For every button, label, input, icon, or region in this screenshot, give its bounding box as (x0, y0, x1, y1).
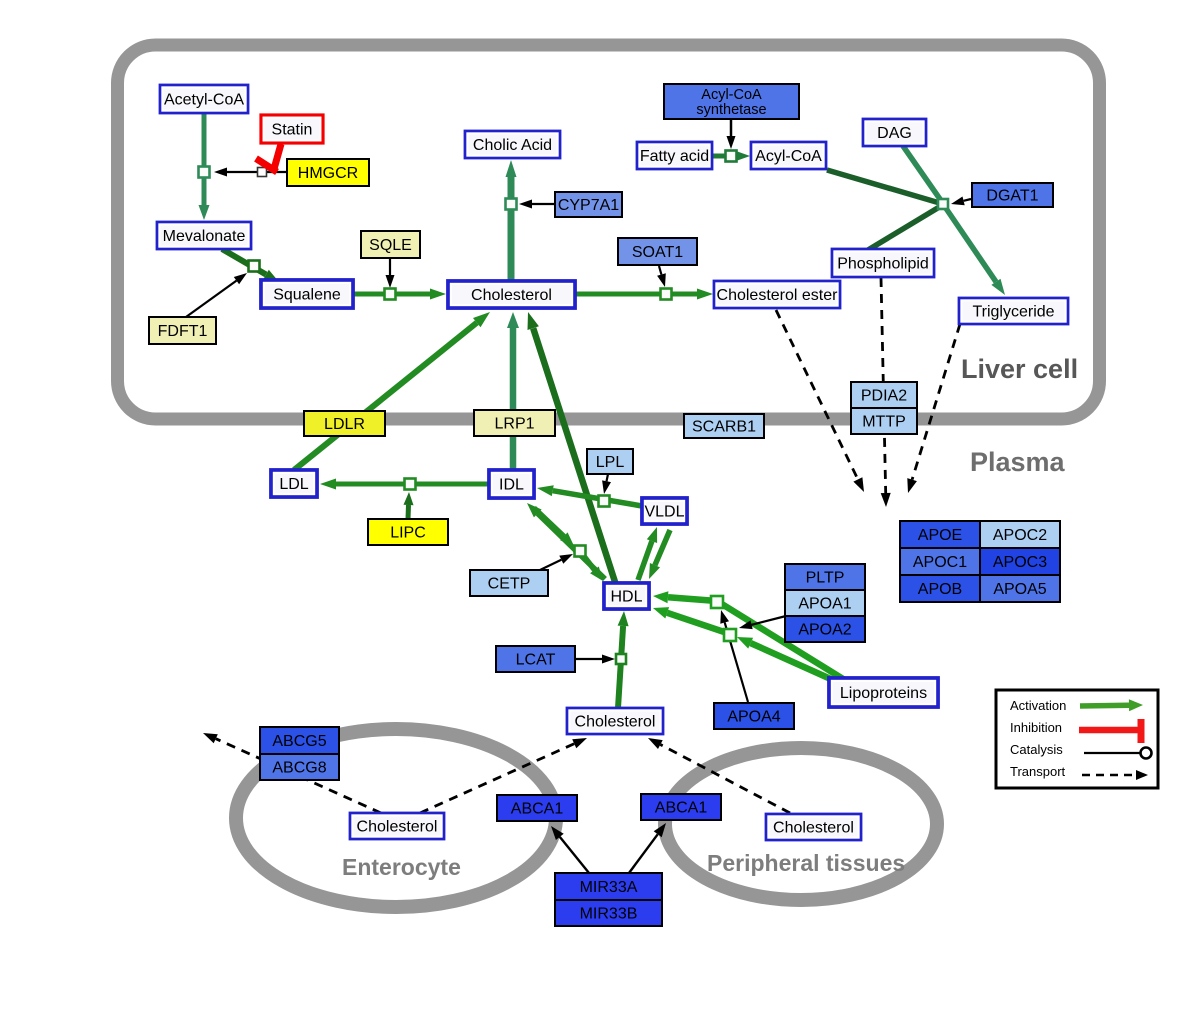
svg-text:Mevalonate: Mevalonate (163, 228, 246, 245)
svg-text:Squalene: Squalene (273, 287, 341, 304)
svg-text:SCARB1: SCARB1 (692, 419, 756, 436)
svg-text:SOAT1: SOAT1 (632, 244, 683, 261)
svg-text:Cholesterol: Cholesterol (357, 819, 438, 836)
svg-text:Enterocyte: Enterocyte (342, 854, 461, 880)
svg-text:Inhibition: Inhibition (1010, 720, 1062, 735)
svg-text:Cholesterol: Cholesterol (471, 287, 552, 304)
svg-text:APOC1: APOC1 (913, 554, 967, 571)
svg-text:DGAT1: DGAT1 (986, 188, 1038, 205)
svg-text:ABCG8: ABCG8 (272, 760, 326, 777)
svg-text:ABCA1: ABCA1 (655, 800, 708, 817)
svg-text:DAG: DAG (877, 125, 912, 142)
svg-text:LDLR: LDLR (324, 416, 365, 433)
svg-text:Cholesterol: Cholesterol (575, 714, 656, 731)
svg-text:APOA1: APOA1 (798, 596, 851, 613)
svg-text:CYP7A1: CYP7A1 (558, 197, 619, 214)
svg-text:APOA2: APOA2 (798, 622, 851, 639)
svg-text:LDL: LDL (279, 476, 308, 493)
svg-text:Acetyl-CoA: Acetyl-CoA (164, 92, 244, 109)
svg-text:Lipoproteins: Lipoproteins (840, 685, 927, 702)
svg-text:MIR33B: MIR33B (580, 906, 638, 923)
svg-text:LRP1: LRP1 (494, 416, 534, 433)
svg-text:APOA5: APOA5 (993, 581, 1046, 598)
svg-text:APOB: APOB (918, 581, 962, 598)
svg-text:Cholesterol: Cholesterol (773, 820, 854, 837)
svg-text:Triglyceride: Triglyceride (972, 304, 1054, 321)
svg-text:HMGCR: HMGCR (298, 165, 358, 182)
svg-text:IDL: IDL (499, 477, 524, 494)
svg-text:Phospholipid: Phospholipid (837, 256, 929, 273)
svg-text:Transport: Transport (1010, 764, 1066, 779)
svg-text:CETP: CETP (488, 576, 531, 593)
svg-text:Liver cell: Liver cell (961, 354, 1078, 384)
svg-text:PLTP: PLTP (806, 570, 845, 587)
svg-text:APOE: APOE (918, 527, 962, 544)
svg-text:Activation: Activation (1010, 698, 1066, 713)
svg-text:ABCG5: ABCG5 (272, 733, 326, 750)
svg-text:Peripheral tissues: Peripheral tissues (707, 850, 905, 876)
svg-text:Cholesterol ester: Cholesterol ester (717, 287, 839, 304)
svg-text:LIPC: LIPC (390, 525, 426, 542)
svg-text:Cholic Acid: Cholic Acid (473, 137, 552, 154)
svg-text:HDL: HDL (610, 589, 642, 606)
svg-text:VLDL: VLDL (644, 504, 684, 521)
svg-text:ABCA1: ABCA1 (511, 801, 564, 818)
svg-text:Acyl-CoA: Acyl-CoA (701, 87, 762, 103)
svg-text:APOA4: APOA4 (727, 709, 780, 726)
svg-text:APOC3: APOC3 (993, 554, 1047, 571)
svg-text:Statin: Statin (272, 122, 313, 139)
svg-text:FDFT1: FDFT1 (158, 323, 208, 340)
svg-text:Acyl-CoA: Acyl-CoA (755, 148, 822, 165)
svg-text:LCAT: LCAT (516, 652, 556, 669)
svg-text:Plasma: Plasma (970, 447, 1066, 477)
svg-text:PDIA2: PDIA2 (861, 388, 907, 405)
svg-text:LPL: LPL (596, 454, 625, 471)
svg-text:Fatty acid: Fatty acid (640, 148, 709, 165)
svg-text:APOC2: APOC2 (993, 527, 1047, 544)
svg-text:SQLE: SQLE (369, 237, 412, 254)
svg-text:Catalysis: Catalysis (1010, 742, 1063, 757)
svg-text:MIR33A: MIR33A (580, 879, 638, 896)
svg-text:synthetase: synthetase (696, 102, 766, 118)
svg-text:MTTP: MTTP (862, 414, 906, 431)
